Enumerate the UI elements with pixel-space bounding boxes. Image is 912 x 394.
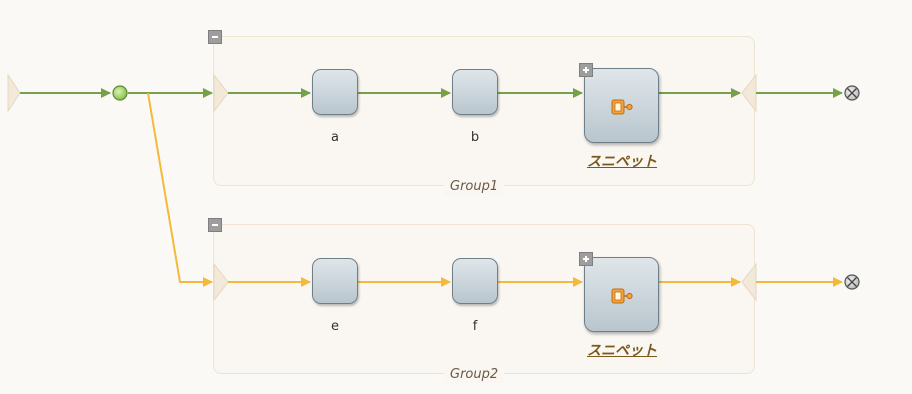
step-node-e[interactable] bbox=[312, 258, 358, 304]
step-node-a[interactable] bbox=[312, 69, 358, 115]
step-label-e: e bbox=[331, 319, 339, 334]
step-node-b[interactable] bbox=[452, 69, 498, 115]
step-node-f[interactable] bbox=[452, 258, 498, 304]
group2-label: Group2 bbox=[444, 367, 505, 383]
group1-collapse-button[interactable] bbox=[208, 30, 222, 44]
group2-collapse-button[interactable] bbox=[208, 218, 222, 232]
end-terminator-1-icon[interactable] bbox=[844, 85, 860, 101]
snippet-node-1[interactable] bbox=[584, 68, 659, 143]
group1-input-port-icon bbox=[213, 73, 229, 113]
snippet-node-2[interactable] bbox=[584, 257, 659, 332]
snippet-icon bbox=[611, 99, 633, 115]
edge-fork-to-group2 bbox=[147, 92, 213, 287]
group2-input-port-icon bbox=[213, 262, 229, 302]
step-label-b: b bbox=[470, 130, 480, 145]
fork-node-icon[interactable] bbox=[112, 85, 128, 101]
step-label-a: a bbox=[331, 130, 339, 145]
start-connector-icon bbox=[7, 73, 21, 113]
snippet-icon bbox=[611, 288, 633, 304]
group1-output-port-icon bbox=[741, 73, 757, 113]
snippet2-expand-button[interactable] bbox=[579, 252, 593, 266]
group2-output-port-icon bbox=[741, 262, 757, 302]
group1-label: Group1 bbox=[444, 179, 505, 195]
end-terminator-2-icon[interactable] bbox=[844, 274, 860, 290]
snippet2-link[interactable]: スニペット bbox=[587, 343, 657, 359]
snippet1-link[interactable]: スニペット bbox=[587, 154, 657, 170]
snippet1-expand-button[interactable] bbox=[579, 63, 593, 77]
step-label-f: f bbox=[472, 319, 478, 334]
